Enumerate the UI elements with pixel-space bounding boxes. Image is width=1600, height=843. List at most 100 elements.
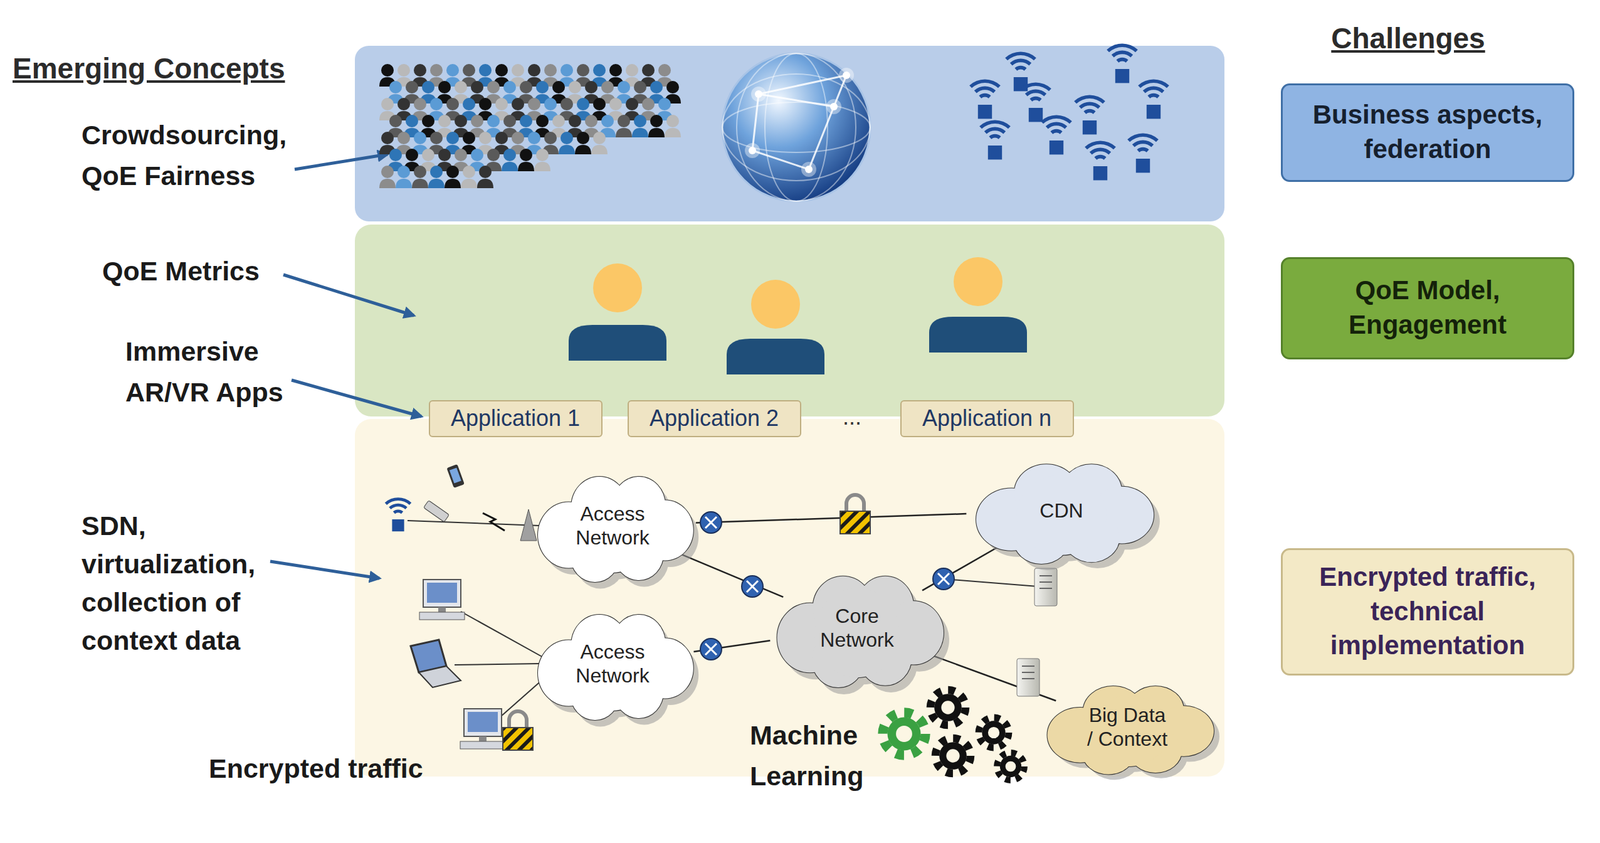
person-body [501, 161, 518, 172]
illustration-part [1127, 132, 1159, 142]
illustration-part [509, 710, 527, 728]
person-head [511, 63, 525, 77]
challenge-box: Business aspects, federation [1280, 83, 1575, 182]
pointer-arrow [294, 154, 388, 170]
text-group: QoE Model, Engagement [1293, 273, 1562, 342]
gear-icon [882, 712, 926, 755]
illustration-part [934, 693, 962, 722]
person-head [593, 97, 606, 111]
person-head [536, 114, 549, 128]
illustration-part [1136, 158, 1150, 173]
illustration-part [1005, 51, 1037, 61]
person-head [601, 114, 614, 128]
network-wire [460, 611, 546, 659]
person-head [446, 63, 459, 77]
node-text: QoE Model, Engagement [1293, 273, 1562, 342]
person-head [413, 165, 427, 179]
person-head [503, 114, 516, 128]
lock-icon [840, 494, 871, 534]
illustration-part [830, 102, 838, 111]
illustration-part [984, 127, 1006, 135]
person-body [411, 178, 429, 189]
person-head [642, 63, 655, 77]
person-head [446, 131, 459, 145]
node-text: Business aspects, federation [1293, 97, 1562, 167]
person-head [462, 63, 476, 77]
person-head [446, 97, 459, 111]
illustration-part [502, 727, 533, 750]
illustration-part [946, 748, 960, 762]
illustration-part [1050, 129, 1063, 135]
wifi-hotspots [969, 43, 1170, 180]
illustration-part [1014, 65, 1027, 71]
person-head [487, 80, 500, 94]
person-head [421, 80, 435, 94]
network-link [922, 546, 998, 590]
illustration-part [1084, 140, 1116, 150]
network-cloud: Access Network [524, 468, 701, 582]
illustration-part [1005, 761, 1017, 772]
person-head [527, 63, 541, 77]
person-head [650, 80, 663, 94]
person-head [421, 148, 435, 162]
person-head [666, 114, 679, 128]
network-devices [384, 463, 537, 749]
concept-label: QoE Metrics [102, 253, 310, 290]
node-text: Application n [922, 404, 1052, 432]
person-head [544, 97, 557, 111]
text-group: Big Data / Context [1084, 702, 1170, 752]
person-head [381, 131, 394, 145]
illustration-part [1094, 154, 1106, 160]
illustration-part [722, 102, 871, 153]
illustration-part [754, 90, 763, 98]
person-body [574, 144, 592, 155]
person-head [536, 148, 549, 162]
illustration-part [744, 142, 760, 158]
illustration-part [1000, 755, 1022, 777]
person-head [413, 131, 427, 145]
illustration-part [1146, 104, 1161, 119]
illustration-part [593, 263, 643, 313]
person-head [454, 114, 468, 128]
person-body [664, 127, 681, 138]
person-head [487, 148, 500, 162]
illustration-part [384, 497, 412, 505]
illustration-part [1082, 120, 1097, 135]
network-cloud: Core Network [763, 568, 952, 688]
illustration-part [705, 643, 717, 655]
person-head [430, 165, 443, 179]
user-icons [568, 257, 1027, 375]
person-head [389, 148, 402, 162]
illustration-part [520, 509, 537, 541]
node-text: Application 1 [450, 404, 580, 432]
illustration-part [705, 516, 717, 528]
person-head [544, 63, 557, 77]
illustration-part [751, 86, 767, 102]
person-head [438, 114, 451, 128]
person-head [560, 97, 574, 111]
cdn-cloud: CDN [961, 457, 1162, 564]
gear-icon [935, 737, 971, 774]
pointer-arrow [283, 274, 414, 316]
illustration-part [1136, 147, 1149, 153]
person-head [413, 97, 427, 111]
illustration-part [423, 500, 450, 522]
gear-icon [978, 717, 1009, 748]
network-wire [943, 578, 1046, 587]
person-head [389, 114, 402, 128]
person-head [470, 148, 484, 162]
network-cloud: Access Network [524, 606, 701, 720]
illustration-part [801, 161, 817, 177]
router-icon [700, 638, 722, 660]
illustration-part [722, 53, 871, 202]
green-band [354, 224, 1225, 417]
illustration-part [978, 93, 991, 99]
illustration-part [1013, 77, 1028, 91]
text-group: Access Network [565, 501, 660, 550]
illustration-part [1021, 677, 1035, 679]
pointer-arrow [270, 561, 380, 579]
illustration-part [1029, 96, 1042, 102]
person-head [405, 148, 419, 162]
person-head [397, 97, 411, 111]
